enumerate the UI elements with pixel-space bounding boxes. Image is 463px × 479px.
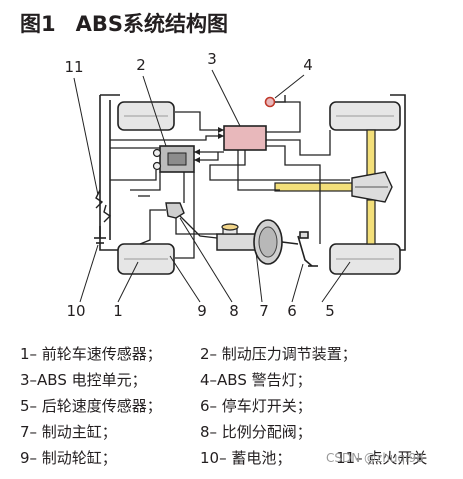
callout-2: 2 xyxy=(136,56,146,74)
callout-3: 3 xyxy=(207,50,217,68)
battery xyxy=(94,226,106,244)
chassis-frame xyxy=(99,95,120,251)
legend-item: 2– 制动压力调节装置； xyxy=(200,345,357,363)
legend-item: 10– 蓄电池； xyxy=(200,449,292,467)
legend-item: 5– 后轮速度传感器； xyxy=(20,397,162,415)
legend-item: 3–ABS 电控单元； xyxy=(20,371,147,389)
legend-item: 4–ABS 警告灯； xyxy=(200,371,312,389)
callout-8: 8 xyxy=(229,302,239,320)
callout-1: 1 xyxy=(113,302,123,320)
drive-shaft xyxy=(274,129,393,245)
figure-number: 图1 xyxy=(20,12,56,36)
legend-item: 11– 点火开关 xyxy=(336,449,428,467)
legend-row: 9– 制动轮缸； 10– 蓄电池； 11– 点火开关 xyxy=(20,447,460,473)
pressure-modulator xyxy=(152,145,195,173)
abs-ecu xyxy=(223,125,267,151)
callout-4: 4 xyxy=(303,56,313,74)
watermark: CSDN @zhuqi98 xyxy=(326,451,424,465)
legend-row: 1– 前轮车速传感器； 2– 制动压力调节装置； xyxy=(20,343,460,369)
legend-item: 9– 制动轮缸； xyxy=(20,449,117,467)
front-left-wheel xyxy=(117,101,175,131)
figure-title: 图1 ABS系统结构图 xyxy=(20,8,228,38)
front-right-wheel xyxy=(117,243,175,275)
callout-7: 7 xyxy=(259,302,269,320)
rear-left-wheel xyxy=(329,101,401,131)
legend-item: 7– 制动主缸； xyxy=(20,423,117,441)
callout-9: 9 xyxy=(197,302,207,320)
callout-11: 11 xyxy=(64,58,83,76)
legend-row: 3–ABS 电控单元； 4–ABS 警告灯； xyxy=(20,369,460,395)
brake-pedal xyxy=(281,231,318,267)
abs-warning-lamp xyxy=(264,95,286,108)
figure-title-text: ABS系统结构图 xyxy=(75,12,229,36)
legend-item: 8– 比例分配阀； xyxy=(200,423,312,441)
callout-10: 10 xyxy=(66,302,85,320)
proportioning-valve xyxy=(165,202,185,219)
master-cylinder xyxy=(216,219,283,265)
legend-item: 1– 前轮车速传感器； xyxy=(20,345,162,363)
callout-5: 5 xyxy=(325,302,335,320)
callout-6: 6 xyxy=(287,302,297,320)
legend-item: 6– 停车灯开关； xyxy=(200,397,312,415)
rear-right-wheel xyxy=(329,243,401,275)
legend-row: 5– 后轮速度传感器； 6– 停车灯开关； xyxy=(20,395,460,421)
abs-diagram: 11 2 3 4 10 1 9 8 7 6 5 xyxy=(64,50,406,320)
legend-row: 7– 制动主缸； 8– 比例分配阀； xyxy=(20,421,460,447)
